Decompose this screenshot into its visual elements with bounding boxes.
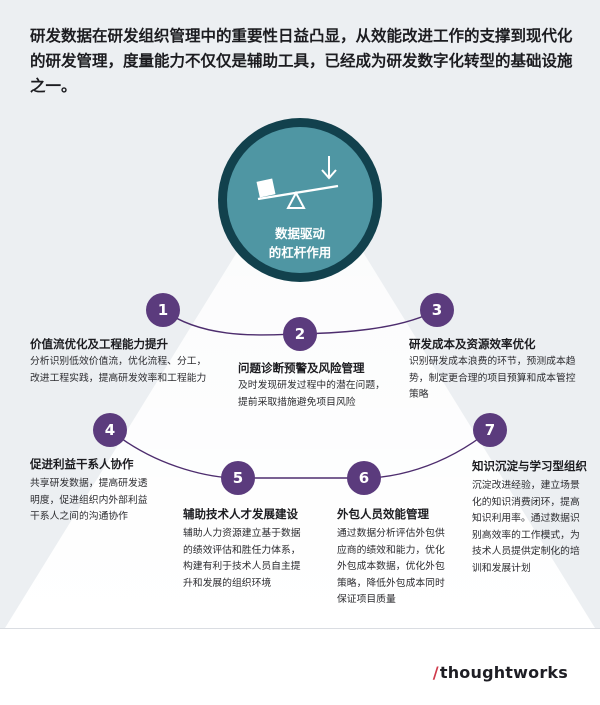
logo-slash: / (432, 663, 439, 682)
lever-icon (256, 156, 339, 209)
intro-paragraph: 研发数据在研发组织管理中的重要性日益凸显，从效能改进工作的支撑到现代化的研发管理… (30, 27, 573, 95)
badge-2: 2 (283, 317, 317, 351)
hub-label-line1: 数据驱动 (274, 226, 325, 241)
item-5-title: 辅助技术人才发展建设 (183, 507, 298, 521)
item-4-desc: 共享研发数据，提高研发透明度，促进组织内外部利益干系人之间的沟通协作 (30, 478, 148, 522)
item-2-title: 问题诊断预警及风险管理 (238, 361, 365, 375)
hub-label: 数据驱动 的杠杆作用 (240, 224, 360, 262)
item-7-title: 知识沉淀与学习型组织 (472, 459, 587, 473)
item-1-title: 价值流优化及工程能力提升 (30, 337, 168, 351)
item-4-title: 促进利益干系人协作 (30, 457, 134, 471)
footer-bar: /thoughtworks (0, 628, 600, 705)
badge-6: 6 (347, 461, 381, 495)
badge-4: 4 (93, 413, 127, 447)
badge-3: 3 (420, 293, 454, 327)
item-1-desc: 分析识别低效价值流，优化流程、分工，改进工程实践，提高研发效率和工程能力 (30, 356, 207, 384)
pyramid-shape (5, 150, 595, 628)
item-5-desc: 辅助人力资源建立基于数据的绩效评估和胜任力体系，构建有利于技术人员自主提升和发展… (183, 528, 301, 589)
item-6-desc: 通过数据分析评估外包供应商的绩效和能力，优化外包成本数据，优化外包策略，降低外包… (337, 528, 445, 605)
lower-arc-line (109, 429, 491, 479)
item-7-desc: 沉淀改进经验，建立场景化的知识消费闭环，提高知识利用率。通过数据识别高效率的工作… (472, 480, 580, 574)
badge-1: 1 (146, 293, 180, 327)
item-3-desc: 识别研发成本浪费的环节，预测成本趋势，制定更合理的项目预算和成本管控策略 (409, 356, 576, 400)
item-2-desc: 及时发现研发过程中的潜在问题，提前采取措施避免项目风险 (238, 380, 385, 408)
logo-wordmark: thoughtworks (439, 663, 568, 682)
badge-7: 7 (473, 413, 507, 447)
item-3-title: 研发成本及资源效率优化 (409, 337, 536, 351)
thoughtworks-logo: /thoughtworks (433, 663, 568, 682)
item-6-title: 外包人员效能管理 (337, 507, 429, 521)
hub-label-line2: 的杠杆作用 (268, 245, 332, 260)
badge-5: 5 (221, 461, 255, 495)
